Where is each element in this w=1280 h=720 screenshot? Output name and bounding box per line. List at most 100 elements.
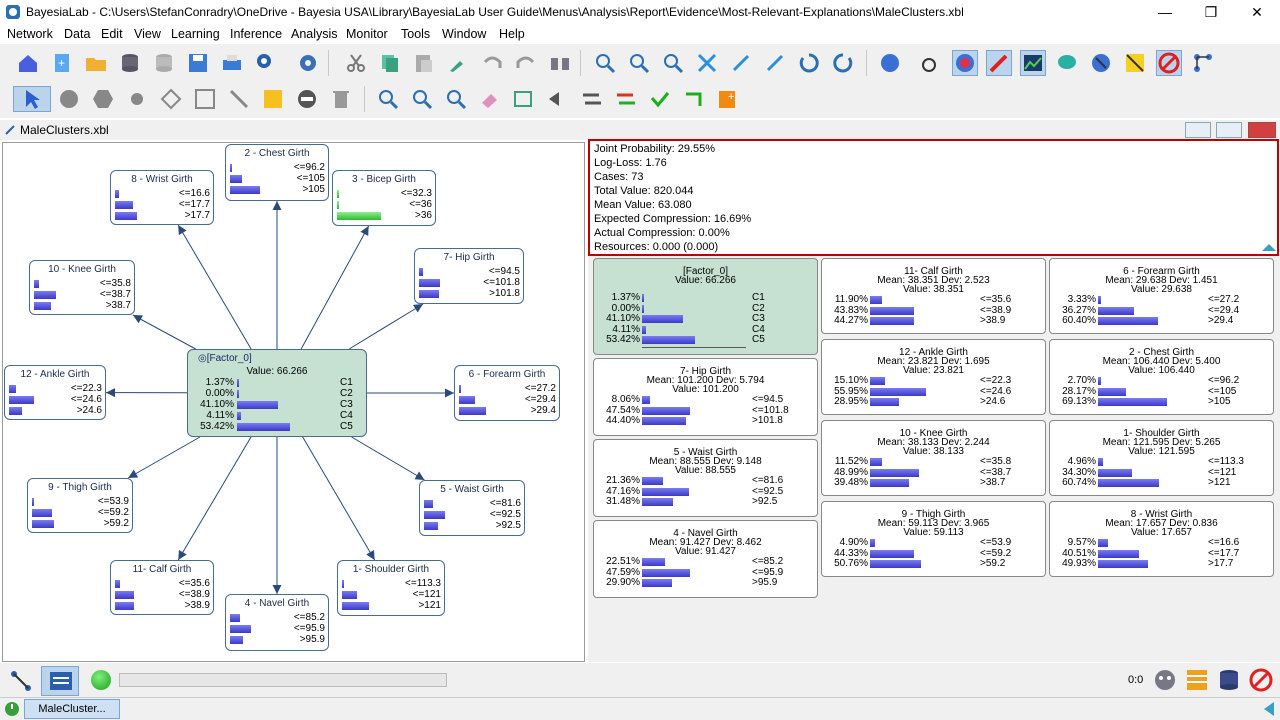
select-arrow-icon[interactable] (13, 86, 51, 112)
menu-learning[interactable]: Learning (171, 27, 220, 41)
info-arrow-icon[interactable] (918, 50, 944, 76)
validation-mode-button[interactable] (41, 666, 79, 696)
menu-window[interactable]: Window (442, 27, 487, 41)
chart-image-icon[interactable] (1020, 50, 1046, 76)
diagonal-expand-icon[interactable] (728, 50, 754, 76)
note-icon[interactable] (1122, 50, 1148, 76)
zoom-fit-icon[interactable] (660, 50, 686, 76)
menu-inference[interactable]: Inference (230, 27, 283, 41)
stacked-bars-icon[interactable] (1185, 668, 1209, 692)
graph-tree-icon[interactable] (1190, 50, 1216, 76)
swap-icon[interactable] (579, 86, 605, 112)
copy-icon[interactable] (377, 50, 403, 76)
node-shape-icon[interactable] (877, 50, 903, 76)
open-folder-icon[interactable] (83, 50, 109, 76)
expand-left-icon[interactable] (1263, 702, 1275, 716)
diamond-icon[interactable] (158, 86, 184, 112)
arc[interactable] (177, 224, 252, 350)
undo-icon[interactable] (479, 50, 505, 76)
doc-minimize-button[interactable] (1185, 122, 1211, 138)
minus-circle-icon[interactable] (294, 86, 320, 112)
edit-list-icon[interactable] (511, 86, 537, 112)
modeling-mode-icon[interactable] (10, 670, 32, 692)
cut-icon[interactable] (343, 50, 369, 76)
arc-red-icon[interactable] (986, 50, 1012, 76)
menu-tools[interactable]: Tools (401, 27, 431, 41)
graph-node[interactable]: 8 - Wrist Girth<=16.6<=17.7>17.7 (110, 170, 214, 225)
database-status-icon[interactable] (1217, 668, 1241, 692)
menu-data[interactable]: Data (64, 27, 91, 41)
graph-node[interactable]: 7- Hip Girth<=94.5<=101.8>101.8 (414, 248, 524, 304)
graph-node[interactable]: 10 - Knee Girth<=35.8<=38.7>38.7 (29, 260, 135, 315)
menu-monitor[interactable]: Monitor (346, 27, 388, 41)
arc[interactable] (300, 225, 370, 350)
graph-node[interactable]: 12 - Ankle Girth<=22.3<=24.6>24.6 (4, 365, 106, 420)
check-icon[interactable] (647, 86, 673, 112)
graph-node[interactable]: 2 - Chest Girth<=96.2<=105>105 (225, 144, 329, 201)
info-node-icon[interactable] (1088, 50, 1114, 76)
trash-icon[interactable] (328, 86, 354, 112)
arc[interactable] (302, 436, 376, 561)
settings-gear-icon[interactable] (295, 50, 321, 76)
collapse-triangle-icon[interactable] (1262, 242, 1276, 252)
graph-node[interactable]: 3 - Bicep Girth<=32.3<=36>36 (332, 170, 436, 226)
menu-edit[interactable]: Edit (101, 27, 123, 41)
arc[interactable] (348, 303, 424, 350)
graph-node[interactable]: 6 - Forearm Girth<=27.2<=29.4>29.4 (454, 365, 560, 421)
print-icon[interactable] (219, 50, 245, 76)
save-icon[interactable] (185, 50, 211, 76)
square-icon[interactable] (192, 86, 218, 112)
menu-network[interactable]: Network (7, 27, 53, 41)
zoom-node-icon[interactable] (375, 86, 401, 112)
taskbar-tab[interactable]: MaleCluster... (24, 699, 120, 719)
arc[interactable] (127, 436, 201, 479)
eraser-icon[interactable] (477, 86, 503, 112)
doc-restore-button[interactable] (1216, 122, 1242, 138)
database-icon[interactable] (117, 50, 143, 76)
expand-icon[interactable] (694, 50, 720, 76)
restore-button[interactable]: ❐ (1204, 4, 1218, 20)
database-gray-icon[interactable] (151, 50, 177, 76)
new-icon[interactable]: + (49, 50, 75, 76)
target-node-icon[interactable] (952, 50, 978, 76)
circle-node-icon[interactable] (56, 86, 82, 112)
format-brush-icon[interactable] (445, 50, 471, 76)
menu-analysis[interactable]: Analysis (291, 27, 338, 41)
no-car-icon[interactable] (1156, 50, 1182, 76)
sticky-note-icon[interactable] (260, 86, 286, 112)
small-circle-icon[interactable] (124, 86, 150, 112)
arc[interactable] (132, 314, 196, 350)
rotate-left-icon[interactable] (796, 50, 822, 76)
arc[interactable] (351, 436, 425, 481)
menu-help[interactable]: Help (499, 27, 525, 41)
arc[interactable] (177, 436, 252, 561)
add-orange-icon[interactable]: + (715, 86, 741, 112)
menu-view[interactable]: View (134, 27, 161, 41)
hexagon-node-icon[interactable] (90, 86, 116, 112)
inspect-icon[interactable] (253, 50, 279, 76)
zoom-in-icon[interactable] (592, 50, 618, 76)
face-icon[interactable] (1153, 668, 1177, 692)
zoom-reset-icon[interactable] (443, 86, 469, 112)
graph-node[interactable]: 5 - Waist Girth<=81.6<=92.5>92.5 (419, 480, 525, 536)
home-icon[interactable] (15, 50, 41, 76)
close-button[interactable]: ✕ (1251, 4, 1263, 20)
arc-icon[interactable] (226, 86, 252, 112)
zoom-node-out-icon[interactable] (409, 86, 435, 112)
swap-colored-icon[interactable] (613, 86, 639, 112)
comment-icon[interactable] (1054, 50, 1080, 76)
doc-close-button[interactable] (1248, 122, 1276, 138)
minimize-button[interactable]: — (1158, 4, 1172, 20)
